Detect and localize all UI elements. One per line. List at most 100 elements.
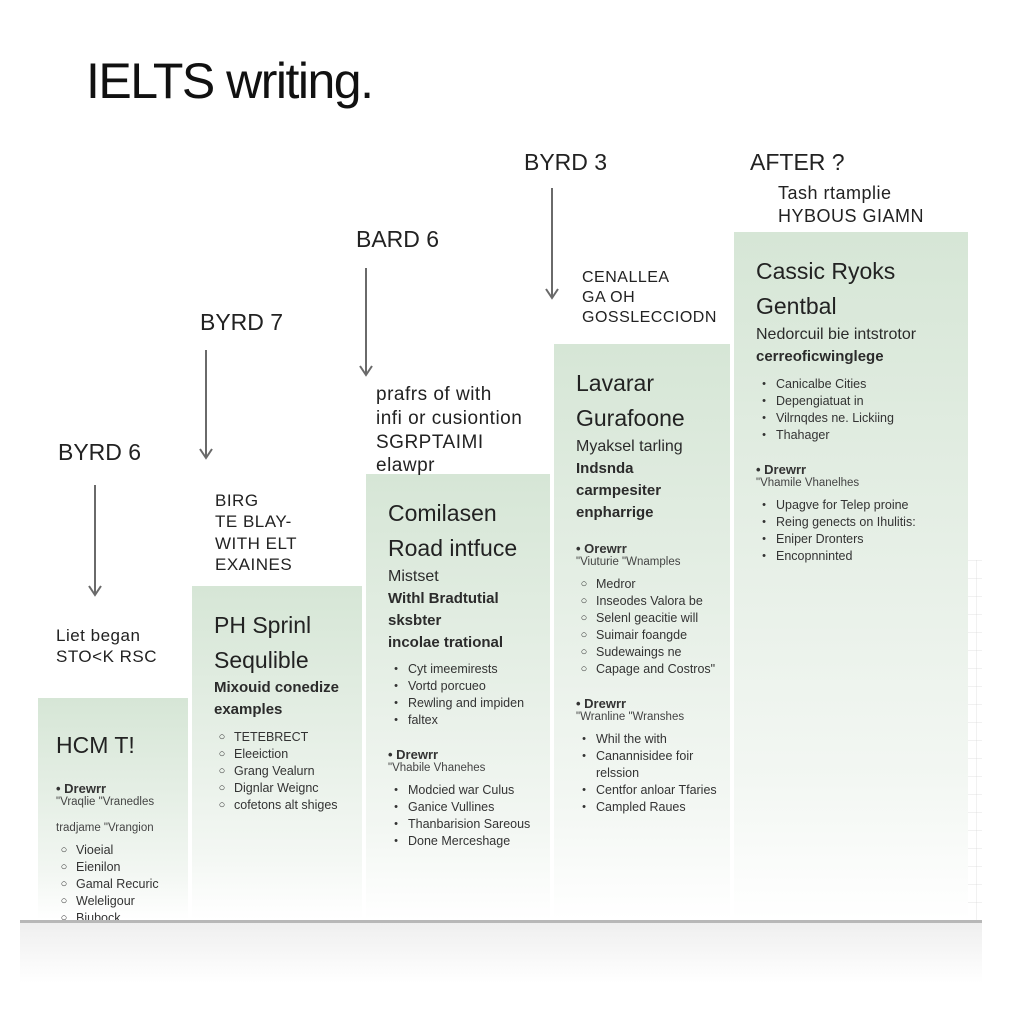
dot-bullet-icon: •: [388, 747, 397, 763]
section-subheading: "Wranline "Wranshes: [576, 711, 685, 724]
section-heading-text: Drewrr: [396, 747, 439, 763]
stage-caption-line: TE BLAY-: [215, 512, 292, 532]
dot-bullet-icon: •: [762, 411, 766, 424]
circle-bullet-icon: ○: [218, 798, 226, 811]
stage-caption-line: BIRG: [215, 491, 259, 510]
list-item: ○Sudewaings ne: [576, 644, 722, 661]
dot-bullet-icon: •: [762, 532, 766, 545]
circle-bullet-icon: ○: [580, 663, 588, 676]
circle-bullet-icon: ○: [580, 646, 588, 659]
list-item: •faltex: [388, 712, 542, 729]
list-item: ○Eleeiction: [214, 746, 354, 763]
stage-label-5: AFTER ?: [750, 148, 845, 177]
list-item: ○TETEBRECT: [214, 729, 354, 746]
dot-bullet-icon: •: [394, 784, 398, 797]
down-arrow-icon: [88, 485, 102, 597]
stage-caption-line: STO<K RSC: [56, 647, 158, 667]
circle-bullet-icon: ○: [218, 764, 226, 777]
stage-caption-line: SGRPTAIMI: [376, 431, 484, 453]
list-item: •Vilrnqdes ne. Lickiing: [756, 410, 960, 427]
section-heading: • Drewrr: [388, 747, 542, 762]
dot-bullet-icon: •: [762, 549, 766, 562]
dot-bullet-icon: •: [56, 780, 65, 796]
stage-label-text: AFTER ?: [750, 149, 845, 175]
column-subheading: cerreoficwinglege: [756, 348, 884, 366]
column-heading: Sequlible: [214, 646, 309, 673]
dot-bullet-icon: •: [576, 696, 585, 712]
stage-label-4: BYRD 3: [524, 148, 607, 177]
list-item: •Eniper Dronters: [756, 531, 960, 548]
page-title: IELTS writing.: [86, 53, 374, 109]
section-item-list: • Whil the with•Canannisidee foir relssio…: [576, 731, 722, 816]
section-subheading: "Viuturie "Wnamples: [576, 556, 681, 569]
column-subheading: Mistset: [388, 568, 439, 585]
stage-label-text: BYRD 7: [200, 309, 284, 335]
list-item: • Whil the with: [576, 731, 722, 748]
list-item-text: Reing genects on Ihulitis:: [776, 514, 916, 529]
dot-bullet-icon: •: [576, 541, 585, 557]
down-arrow-icon: [199, 350, 213, 460]
dot-bullet-icon: •: [762, 377, 766, 390]
circle-bullet-icon: ○: [60, 843, 68, 856]
dot-bullet-icon: •: [582, 733, 586, 746]
section-spacer: [56, 812, 180, 822]
list-item: •Thahager: [756, 427, 960, 444]
list-item: •Ganice Vullines: [388, 799, 542, 816]
stage-label-text: BYRD 6: [58, 439, 142, 465]
list-item-text: TETEBRECT: [234, 729, 309, 744]
list-item: •Rewling and impiden: [388, 695, 542, 712]
list-item-text: Eleeiction: [234, 746, 289, 761]
list-item: •Centfor anloar Tfaries: [576, 782, 722, 799]
list-item: ○Biubock: [56, 910, 180, 927]
list-item-text: Modcied war Culus: [408, 783, 515, 798]
dot-bullet-icon: •: [756, 461, 765, 477]
list-item-text: Whil the with: [596, 732, 667, 747]
list-item: •Done Merceshage: [388, 833, 542, 850]
list-item-text: Selenl geacitie will: [596, 611, 699, 626]
section-subheading: "Vhamile Vhanelhes: [756, 476, 860, 489]
list-item: ○ cofetons alt shiges: [214, 797, 354, 814]
circle-bullet-icon: ○: [580, 578, 588, 591]
dot-bullet-icon: •: [582, 750, 586, 763]
column-subheading: Mixouid conedize: [214, 679, 340, 696]
list-item-text: Depengiatuat in: [776, 393, 864, 408]
list-item-text: Grang Vealurn: [234, 763, 315, 778]
column-heading: Cassic Ryoks: [756, 258, 896, 284]
list-item-text: Campled Raues: [596, 800, 686, 815]
list-item: •Canannisidee foir relssion: [576, 748, 722, 782]
dot-bullet-icon: •: [762, 394, 766, 407]
list-item-text: cofetons alt shiges: [234, 797, 338, 812]
list-item: ○ Vioeial: [56, 842, 180, 859]
column-subheading: Nedorcuil bie intstrotor: [756, 326, 917, 343]
stage-label-1: BYRD 6: [58, 438, 141, 467]
dot-bullet-icon: •: [394, 835, 398, 848]
column-subheading: incolae trational: [388, 633, 504, 651]
stage-caption-line: Tash rtamplie: [778, 183, 892, 203]
section-heading-text: Drewrr: [764, 461, 807, 477]
list-item: ○Inseodes Valora be: [576, 593, 722, 610]
stage-label-3: BARD 6: [356, 225, 439, 254]
baseline: [20, 920, 982, 923]
circle-bullet-icon: ○: [60, 911, 68, 924]
list-item-text: Vioeial: [76, 842, 114, 857]
section-heading-text: Drewrr: [584, 696, 627, 712]
list-item: ○Medror: [576, 576, 722, 593]
section-item-list: ○Vioeial○Eienilon○Gamal Recuric○Weleligo…: [56, 842, 180, 927]
floor-shadow: [20, 923, 982, 983]
list-item: ○Weleligour: [56, 893, 180, 910]
section-heading: • Drewrr: [756, 462, 960, 477]
section-heading: • Drewrr: [56, 781, 180, 796]
section-heading: • Orewrr: [576, 541, 722, 556]
stage-caption-line: Liet began: [56, 626, 141, 645]
dot-bullet-icon: •: [394, 663, 398, 676]
list-item-text: Vortd porcueo: [408, 679, 486, 694]
